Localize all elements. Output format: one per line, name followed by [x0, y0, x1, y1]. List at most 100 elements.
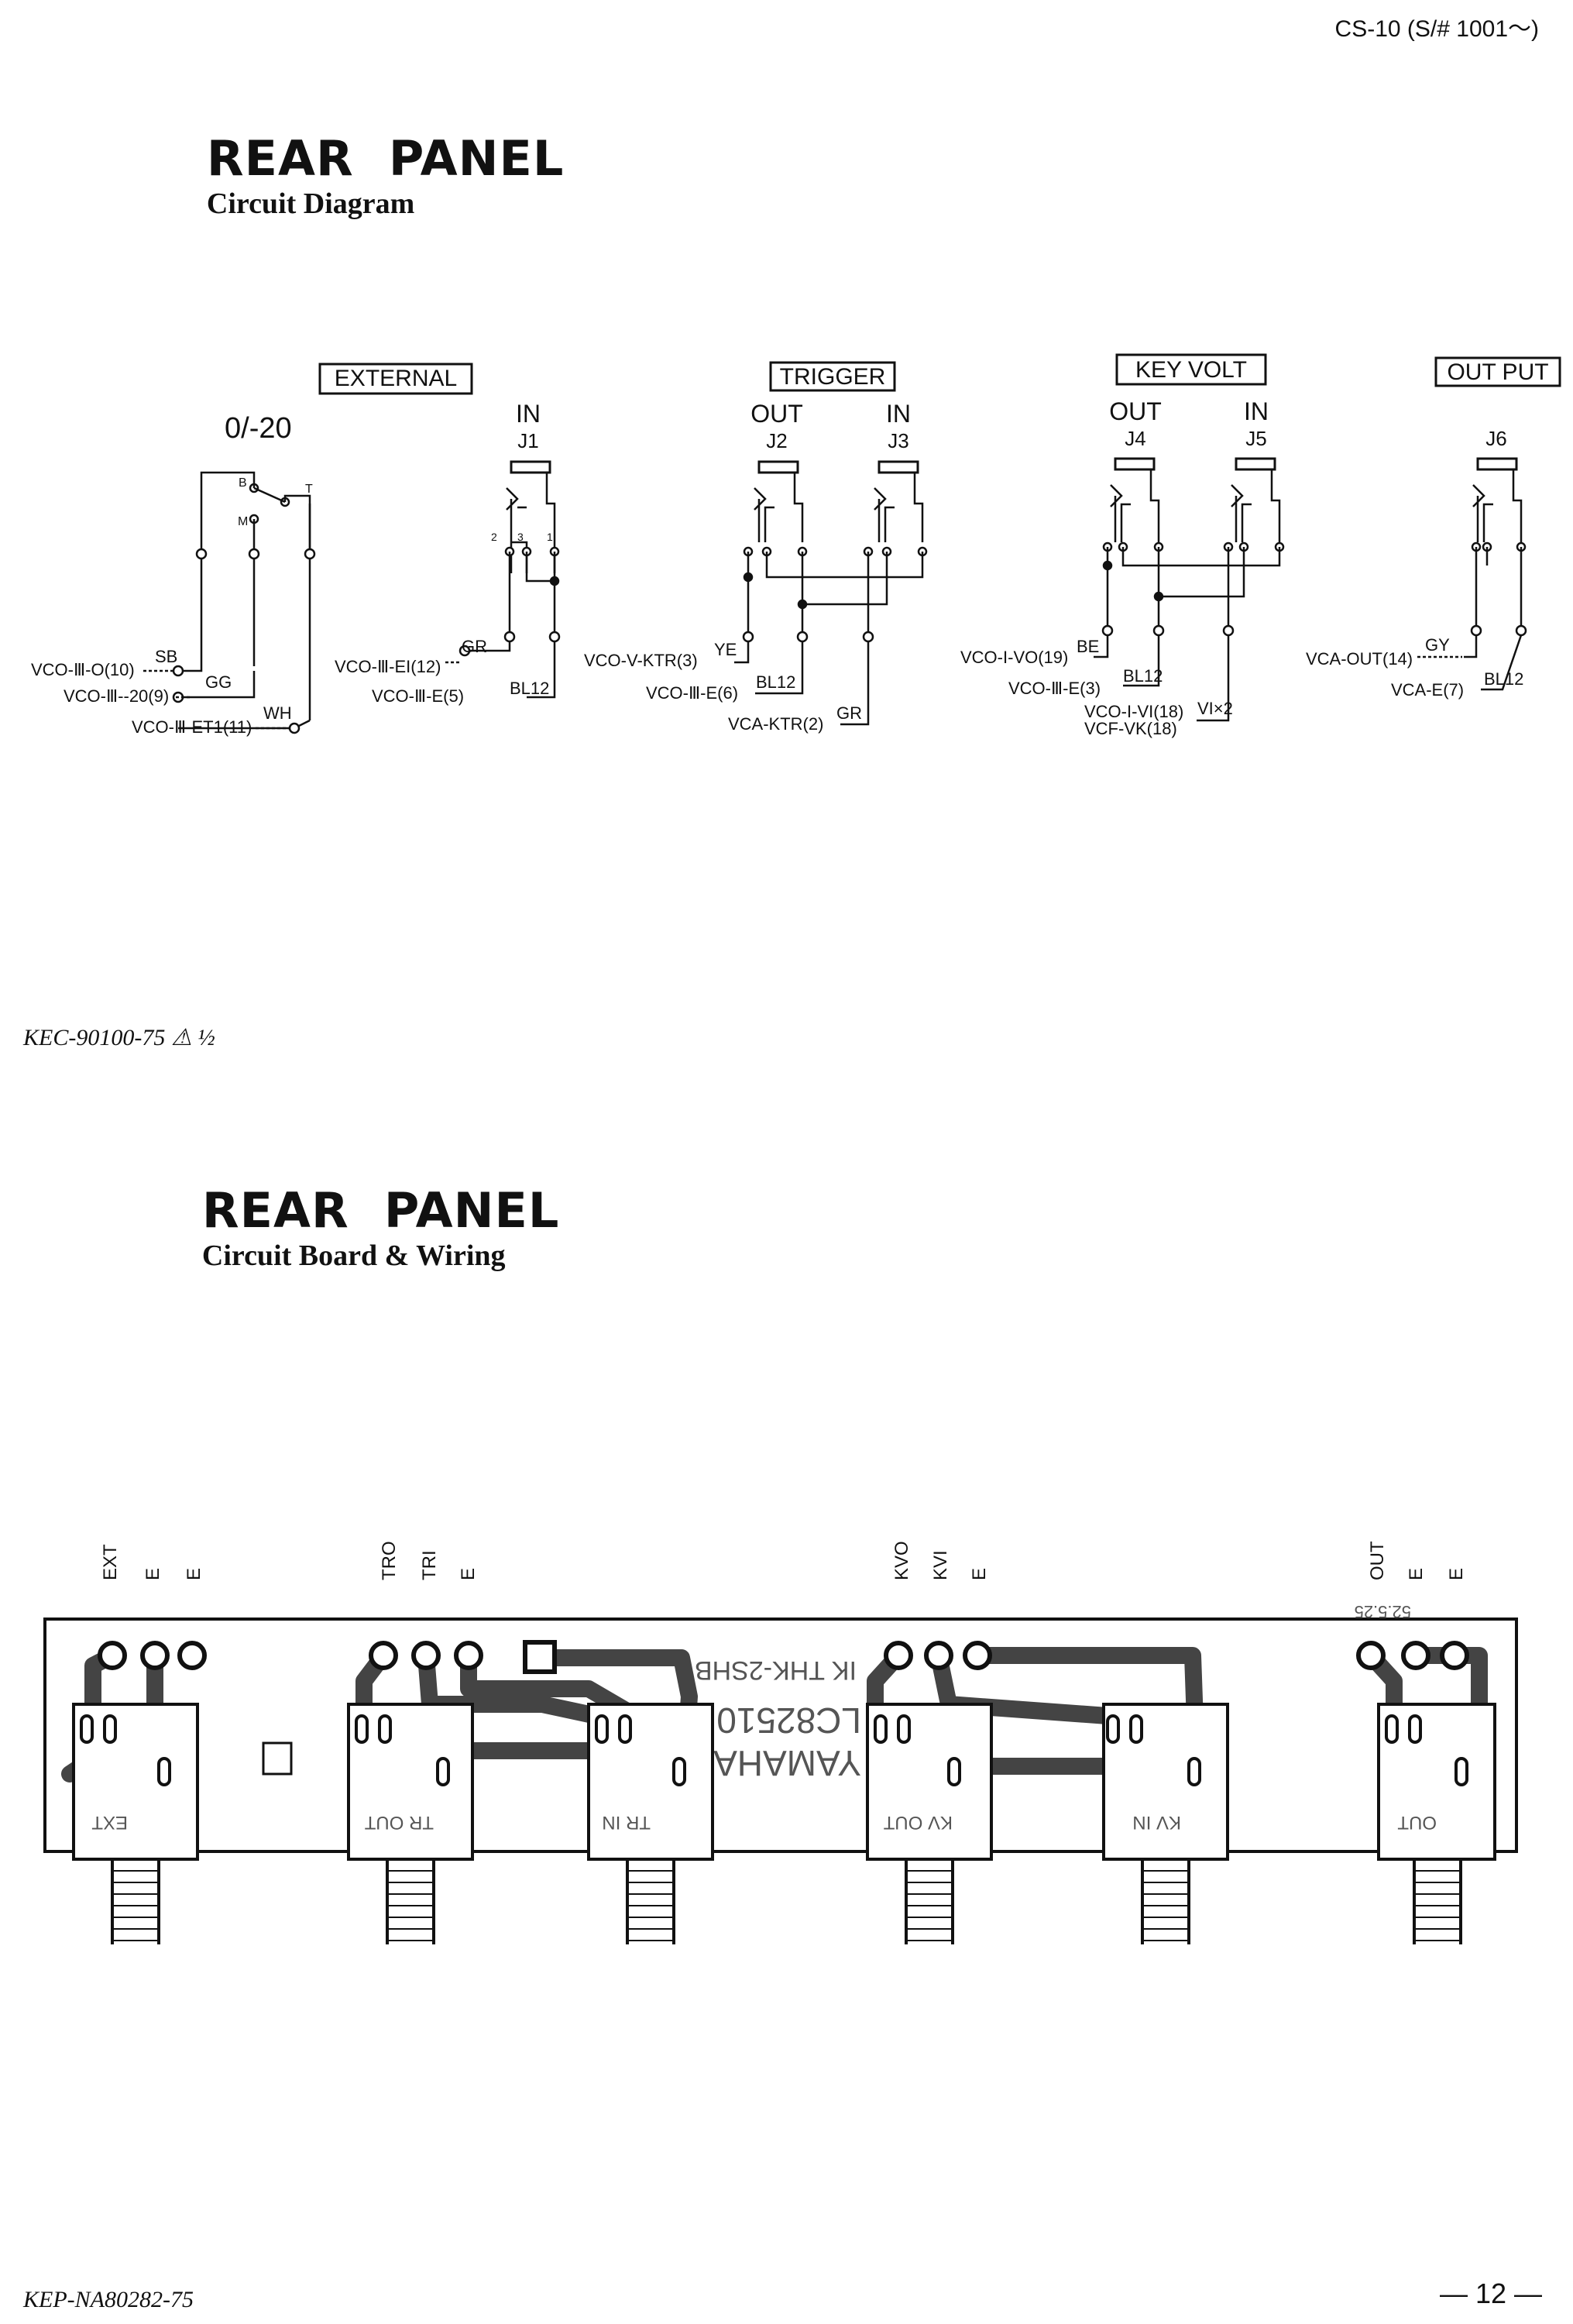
jack-kv-in: KV IN: [1102, 1703, 1229, 1944]
switch-pin-b: B: [239, 476, 247, 490]
wire-color: GR: [462, 637, 487, 656]
wire-signal: VCO-Ⅲ-EI(12): [335, 657, 441, 676]
jack-lugs: [80, 1714, 1468, 1786]
wire-signal: VCO-Ⅲ-O(10): [31, 660, 135, 679]
key-volt-group: KEY VOLT OUT J4 IN J5 VCO-I-VO(19) BE VC…: [960, 353, 1285, 738]
silk-main: LC82510: [716, 1700, 861, 1741]
circuit-board: EXT E E TRO TRI E KVO KVI E OUT E E 52.5…: [43, 1541, 1518, 1944]
j4-label: OUT: [1109, 397, 1162, 425]
jack-j6-symbol: [1464, 457, 1527, 691]
wire-color: YE: [714, 640, 737, 659]
wire-signal: VCO-Ⅲ--20(9): [64, 686, 169, 706]
wire-signal: VCO-Ⅲ-E(3): [1008, 679, 1101, 698]
pad-labels: EXT E E TRO TRI E KVO KVI E OUT E E: [100, 1541, 1467, 1580]
wire-color: BL12: [1484, 669, 1523, 689]
wire-color: BE: [1077, 637, 1099, 656]
wire-signal: VCA-KTR(2): [728, 714, 823, 734]
section1-title: REAR PANEL: [206, 130, 565, 187]
wire-color: BL12: [756, 672, 795, 692]
pcb-outline: [43, 1618, 1518, 1853]
j2-label: OUT: [750, 400, 803, 428]
external-group: EXTERNAL 0/-20 B T M VCO-Ⅲ-O(10) SB VCO-…: [31, 363, 561, 737]
model-header: CS-10 (S/# 1001～): [1334, 16, 1539, 42]
wire-color: BL12: [1123, 666, 1163, 686]
jack-ext: EXT: [72, 1703, 199, 1944]
pad-label-e: E: [969, 1568, 990, 1580]
wire-color: WH: [263, 703, 292, 723]
pad-label-kvo: KVO: [891, 1541, 912, 1580]
silk-brand: YAMAHA: [713, 1743, 861, 1783]
wire-color: GG: [205, 672, 232, 692]
jack-label-kv-in: KV IN: [1132, 1812, 1181, 1833]
silkscreen: IK THK-2SHB LC82510 YAMAHA: [695, 1655, 861, 1783]
jack-j1-symbol: 2 3 1: [459, 460, 561, 699]
wire-color: VI×2: [1197, 699, 1233, 718]
circuit-diagram: EXTERNAL 0/-20 B T M VCO-Ⅲ-O(10) SB VCO-…: [31, 353, 1561, 738]
jack-label-out: OUT: [1397, 1812, 1437, 1833]
switch-leads: [200, 471, 311, 720]
page-number: — 12 —: [1439, 2278, 1542, 2309]
jack-kv-out: KV OUT: [866, 1703, 993, 1944]
pad-label-out: OUT: [1367, 1541, 1388, 1580]
pad-label-kvi: KVI: [930, 1550, 951, 1580]
j3-label: IN: [886, 400, 911, 428]
jack-tr-in: TR IN: [587, 1703, 714, 1944]
j1-id: J1: [517, 429, 538, 452]
jack-j4-symbol: [1102, 457, 1164, 552]
silk-date: 52.5.25: [1355, 1602, 1411, 1621]
wire-signal: VCO-I-VI(18): [1084, 702, 1183, 721]
jack-label-tr-in: TR IN: [602, 1812, 651, 1833]
section1-subtitle: Circuit Diagram: [206, 187, 415, 220]
wire-signal: VCO-Ⅲ-E(6): [646, 683, 738, 703]
switch-pin-m: M: [238, 515, 248, 528]
key-volt-box-label: KEY VOLT: [1135, 357, 1247, 383]
svg-text:2: 2: [491, 531, 497, 543]
wire-signal: VCF-VK(18): [1084, 719, 1177, 738]
wire-signal: VCO-Ⅲ-E(5): [372, 686, 464, 706]
wire-signal: VCO-I-VO(19): [960, 648, 1068, 667]
j3-id: J3: [888, 429, 908, 452]
wire-color: GR: [836, 703, 862, 723]
mounting-mark: [262, 1741, 293, 1776]
wire-color: SB: [155, 647, 177, 666]
output-box: [1434, 356, 1561, 387]
trigger-box-label: TRIGGER: [780, 364, 886, 390]
wire-signal: VCO-V-KTR(3): [584, 651, 698, 670]
section2-title: REAR PANEL: [201, 1182, 560, 1239]
jack-label-kv-out: KV OUT: [883, 1812, 953, 1833]
board-ref-code: KEP-NA80282-75: [23, 2287, 194, 2312]
wire-color: BL12: [510, 679, 549, 698]
wire-signal: VCA-OUT(14): [1306, 649, 1413, 669]
svg-text:1: 1: [547, 531, 553, 543]
switch-label: 0/-20: [225, 412, 292, 445]
external-box-label: EXTERNAL: [335, 366, 457, 391]
external-box: [318, 363, 473, 395]
jack-label-tr-out: TR OUT: [364, 1812, 434, 1833]
jack-tr-out: TR OUT: [347, 1703, 474, 1944]
jack-label-ext: EXT: [91, 1812, 128, 1833]
svg-text:3: 3: [517, 531, 524, 543]
output-group: OUT PUT J6 VCA-OUT(14) GY VCA-E(7) BL12: [1306, 356, 1561, 700]
pad-label-e: E: [184, 1568, 204, 1580]
j5-label: IN: [1244, 397, 1269, 425]
j1-label: IN: [516, 400, 541, 428]
j6-id: J6: [1485, 427, 1506, 450]
jack-j2-symbol: [743, 460, 808, 557]
diagram-ref-code: KEC-90100-75 ⚠ ½: [23, 1025, 215, 1050]
trigger-group: TRIGGER OUT J2 IN J3 VCO-V-KTR(3) YE VCO…: [584, 361, 928, 734]
wire-signal: VCO-Ⅲ-ET1(11): [132, 717, 252, 737]
j2-id: J2: [766, 429, 787, 452]
silk-part: IK THK-2SHB: [695, 1655, 857, 1685]
wire-color: GY: [1425, 635, 1450, 655]
section2-heading: REAR PANEL Circuit Board & Wiring: [195, 1168, 559, 1273]
output-box-label: OUT PUT: [1447, 359, 1548, 385]
section2-subtitle: Circuit Board & Wiring: [201, 1239, 506, 1272]
pcb-pads: [98, 1640, 1469, 1674]
section1-heading: REAR PANEL Circuit Diagram: [200, 116, 564, 221]
pad-label-tri: TRI: [419, 1550, 440, 1580]
pad-label-e: E: [1406, 1568, 1427, 1580]
switch-pin-t: T: [305, 483, 313, 496]
jack-j3-symbol: [863, 460, 928, 557]
pad-label-ext: EXT: [100, 1544, 121, 1580]
pad-label-tro: TRO: [379, 1541, 400, 1580]
